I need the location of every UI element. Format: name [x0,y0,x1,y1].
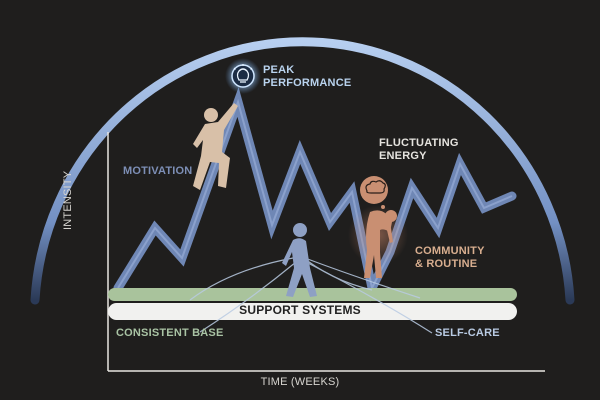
consistent-base-label: CONSISTENT BASE [116,327,224,339]
support-strings [189,254,433,334]
x-axis-label: TIME (WEEKS) [260,376,340,388]
fluctuating-energy-label: FLUCTUATING ENERGY [379,137,459,162]
thought-bubble-icon [360,176,388,209]
lightbulb-icon [225,58,261,94]
community-routine-label: COMMUNITY & ROUTINE [415,245,485,270]
support-systems-label: SUPPORT SYSTEMS [239,303,361,317]
tired-person-icon [364,210,397,278]
overarching-arc [30,37,575,305]
peak-performance-label: PEAK PERFORMANCE [263,64,352,89]
support-systems-bar [108,303,517,320]
walking-person-icon [282,223,317,297]
climbing-person-icon [193,103,238,190]
y-axis-label: INTENSITY [62,170,74,230]
motivation-label: MOTIVATION [123,165,193,177]
self-care-label: SELF-CARE [435,327,500,339]
